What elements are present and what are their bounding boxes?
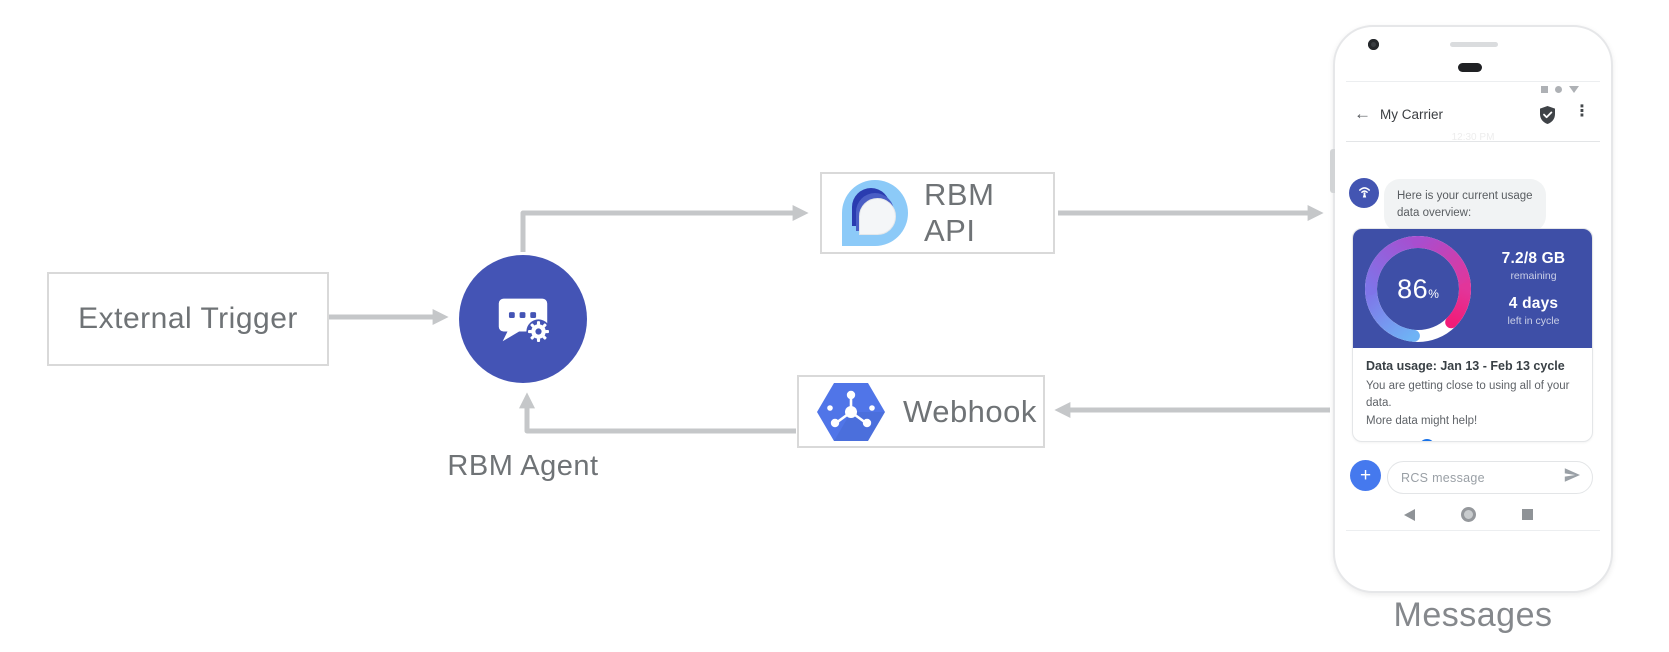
speaker-pill xyxy=(1458,63,1482,72)
rbm-api-box: RBM API xyxy=(820,172,1055,254)
data-usage-card: 86 % 7.2/8 GB remaining 4 days left in c… xyxy=(1352,228,1593,442)
external-trigger-box: External Trigger xyxy=(47,272,329,366)
status-bar-icons xyxy=(1541,86,1579,93)
external-trigger-label: External Trigger xyxy=(78,302,298,335)
conversation-title: My Carrier xyxy=(1380,107,1443,122)
usage-card-body-line2: More data might help! xyxy=(1366,414,1478,427)
usage-percent: 86 % xyxy=(1363,234,1473,344)
arrow-agent-to-api xyxy=(520,204,809,252)
usage-card-details: Data usage: Jan 13 - Feb 13 cycle You ar… xyxy=(1353,348,1592,442)
get-more-data-action[interactable]: Get more data xyxy=(1366,438,1579,442)
get-more-data-label: Get more data xyxy=(1442,441,1526,442)
usage-card-title: Data usage: Jan 13 - Feb 13 cycle xyxy=(1366,359,1565,373)
message-timestamp: 12:30 PM xyxy=(1451,132,1495,143)
usage-stats: 7.2/8 GB remaining 4 days left in cycle xyxy=(1481,229,1586,348)
usage-gauge-panel: 86 % 7.2/8 GB remaining 4 days left in c… xyxy=(1353,229,1592,348)
back-arrow-icon[interactable]: ← xyxy=(1354,104,1371,123)
usage-gauge-ring xyxy=(1365,236,1471,342)
verified-shield-icon xyxy=(1538,105,1557,125)
messages-caption: Messages xyxy=(1393,596,1553,634)
cloud-hexagon-pubsub-icon xyxy=(817,382,885,441)
bot-message-line2: data overview: xyxy=(1397,207,1472,220)
attach-plus-button[interactable]: + xyxy=(1350,460,1381,491)
overflow-menu-icon[interactable]: ⋮ xyxy=(1574,103,1590,120)
chat-bubble-gear-icon xyxy=(492,286,554,353)
usage-percent-value: 86 xyxy=(1397,273,1429,304)
carrier-bot-avatar xyxy=(1349,178,1379,208)
phone-screen: ← My Carrier ⋮ 12:30 PM xyxy=(1346,81,1600,531)
nav-recents-icon[interactable] xyxy=(1522,509,1533,520)
rbm-agent-label: RBM Agent xyxy=(447,450,599,482)
globe-icon xyxy=(1419,438,1435,441)
bot-message-line1: Here is your current usage xyxy=(1397,190,1533,202)
header-divider xyxy=(1346,141,1600,142)
front-camera xyxy=(1368,39,1379,50)
usage-percent-sign: % xyxy=(1428,287,1439,301)
nav-home-icon[interactable] xyxy=(1461,507,1476,522)
phone-side-button xyxy=(1330,149,1335,193)
arrow-webhook-to-agent xyxy=(518,392,796,434)
status-square-icon xyxy=(1541,86,1548,93)
earpiece-speaker xyxy=(1450,42,1498,47)
data-remaining-value: 7.2/8 GB xyxy=(1501,250,1566,267)
broadcast-tower-icon xyxy=(1356,182,1373,204)
bot-message-bubble: Here is your current usage data overview… xyxy=(1384,179,1546,232)
rcs-message-placeholder: RCS message xyxy=(1401,470,1485,485)
webhook-box: Webhook xyxy=(797,375,1045,448)
webhook-label: Webhook xyxy=(903,393,1037,429)
rcs-message-input[interactable]: RCS message xyxy=(1387,461,1593,494)
status-dot-icon xyxy=(1555,86,1562,93)
phone-mockup: ← My Carrier ⋮ 12:30 PM xyxy=(1330,25,1613,593)
status-triangle-icon xyxy=(1569,86,1579,93)
send-icon[interactable] xyxy=(1563,467,1581,488)
rbm-agent-node xyxy=(459,255,587,383)
nav-back-icon[interactable] xyxy=(1404,509,1415,521)
rbm-api-label: RBM API xyxy=(924,177,995,248)
usage-card-body-line1: You are getting close to using all of yo… xyxy=(1366,380,1570,410)
days-left-label: left in cycle xyxy=(1507,315,1560,327)
rbm-api-droplet-icon xyxy=(842,180,908,246)
data-remaining-label: remaining xyxy=(1510,270,1557,282)
days-left-value: 4 days xyxy=(1508,295,1559,312)
